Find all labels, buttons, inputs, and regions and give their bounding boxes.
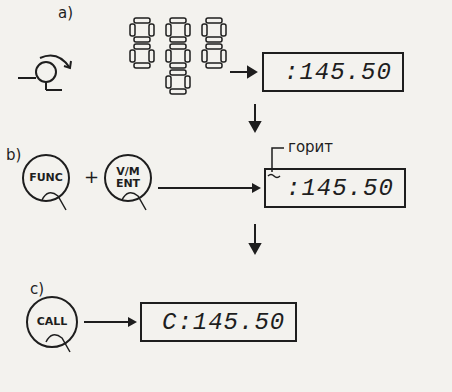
plus-sign: +: [84, 166, 99, 187]
indicator-bracket: [268, 148, 284, 178]
call-button: CALL: [26, 296, 78, 348]
func-button: FUNC: [22, 154, 70, 202]
step-label: b): [6, 146, 21, 164]
button-label: V/M: [116, 166, 139, 178]
display-readout: :145.50: [284, 59, 392, 86]
button-label: ENT: [116, 178, 140, 190]
lcd-display: :145.50: [264, 168, 406, 208]
step-label: c): [30, 280, 44, 298]
step-label: горит: [288, 138, 333, 156]
flow-arrows: [230, 67, 260, 253]
display-readout: C:145.50: [162, 309, 285, 336]
lcd-display: :145.50: [262, 52, 404, 92]
knob-symbol: [18, 56, 71, 90]
vm-ent-button: V/MENT: [104, 154, 152, 202]
digit-segments: [130, 18, 226, 94]
lcd-display: C:145.50: [140, 302, 297, 342]
button-label: FUNC: [29, 172, 63, 184]
flow-arrow: [158, 183, 261, 193]
step-label: a): [58, 4, 73, 22]
button-label: CALL: [37, 316, 68, 328]
display-readout: :145.50: [286, 175, 394, 202]
flow-arrow: [84, 317, 137, 327]
finger-symbols: [42, 193, 146, 352]
